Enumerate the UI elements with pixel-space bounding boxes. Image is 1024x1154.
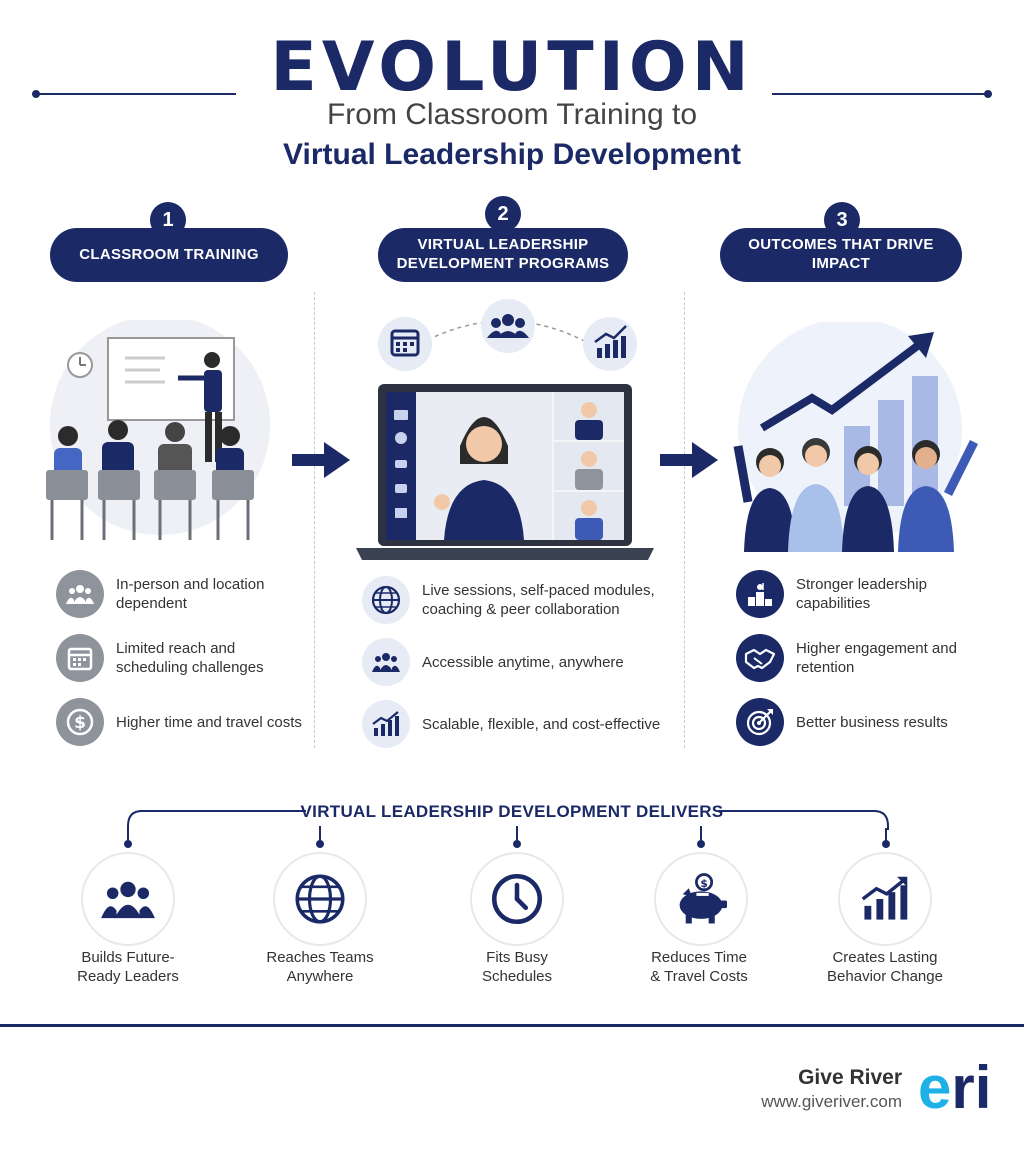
classroom-illustration [46,320,270,540]
feature-text: Higher time and travel costs [116,713,302,731]
delivers-bracket-left [140,810,306,812]
delivers-dot [882,840,890,848]
feature-text: In-person and location dependent [116,576,265,612]
page-title: EVOLUTION [270,28,754,107]
growth-chart-icon [861,876,908,920]
feature-text: Scalable, flexible, and cost-effective [422,715,661,733]
delivers-label: Reduces Time& Travel Costs [650,949,748,985]
feature-item: $ Higher time and travel costs [56,698,306,746]
feature-item: Accessible anytime, anywhere [362,638,662,686]
feature-text: Live sessions, self-paced modules, coach… [422,582,655,618]
arrow-right-icon [292,442,350,478]
people-icon [101,881,155,919]
step-number-2: 2 [485,196,521,232]
step-title-outcomes: OUTCOMES THAT DRIVE IMPACT [720,228,962,282]
feature-text: Accessible anytime, anywhere [422,653,624,671]
dollar-icon: $ [56,698,104,746]
growth-chart-icon [362,700,410,748]
delivers-label: Builds Future-Ready Leaders [77,949,179,985]
feature-text: Stronger leadership capabilities [796,576,927,612]
people-icon [362,638,410,686]
delivers-dot [513,840,521,848]
page-subtitle: From Classroom Training to [326,98,698,131]
page-subtitle-bold: Virtual Leadership Development [283,138,741,171]
delivers-connector [319,826,321,842]
calendar-icon [56,634,104,682]
target-icon [736,698,784,746]
svg-text:$: $ [74,713,86,733]
delivers-circle: $ [654,852,748,946]
delivers-dot [697,840,705,848]
delivers-circle [838,852,932,946]
globe-icon [295,874,345,924]
step-title-virtual: VIRTUAL LEADERSHIP DEVELOPMENT PROGRAMS [378,228,628,282]
delivers-connector [516,826,518,842]
column-divider-1 [314,292,315,748]
delivers-circle [273,852,367,946]
outcomes-team-illustration [733,322,979,552]
feature-item: Scalable, flexible, and cost-effective [362,700,662,748]
delivers-bracket-corner-left [127,810,143,830]
header-line-right-dot [984,90,992,98]
globe-icon [362,576,410,624]
feature-item: Higher engagement and retention [736,634,996,682]
virtual-session-illustration [356,299,654,560]
svg-text:$: $ [700,877,707,890]
delivers-connector [885,828,887,842]
handshake-icon [736,634,784,682]
feature-text: Higher engagement and retention [796,640,957,676]
footer-divider [0,1024,1024,1027]
step-title-classroom: CLASSROOM TRAINING [50,228,288,282]
podium-icon [736,570,784,618]
header-line-left [36,93,236,95]
delivers-connector [127,828,129,842]
feature-item: Live sessions, self-paced modules, coach… [362,576,672,624]
feature-item: Limited reach and scheduling challenges [56,634,306,682]
feature-item: Stronger leadership capabilities [736,570,996,618]
delivers-circle [81,852,175,946]
feature-item: In-person and location dependent [56,570,306,618]
brand-name: Give River [798,1066,902,1089]
feature-text: Better business results [796,713,948,731]
delivers-dot [316,840,324,848]
feature-text: Limited reach and scheduling challenges [116,640,264,676]
people-icon [56,570,104,618]
arrow-right-icon [660,442,718,478]
header-line-right [772,93,988,95]
brand-url-link[interactable]: www.giveriver.com [761,1092,902,1111]
piggy-bank-icon: $ [679,873,727,924]
clock-icon [491,873,543,925]
delivers-circle [470,852,564,946]
give-river-logo: eri [918,1054,992,1121]
delivers-bracket-corner-right [873,810,889,830]
feature-item: Better business results [736,698,996,746]
delivers-connector [700,826,702,842]
delivers-bracket-right [718,810,874,812]
delivers-dot [124,840,132,848]
delivers-title: VIRTUAL LEADERSHIP DEVELOPMENT DELIVERS [300,802,724,821]
column-divider-2 [684,292,685,748]
